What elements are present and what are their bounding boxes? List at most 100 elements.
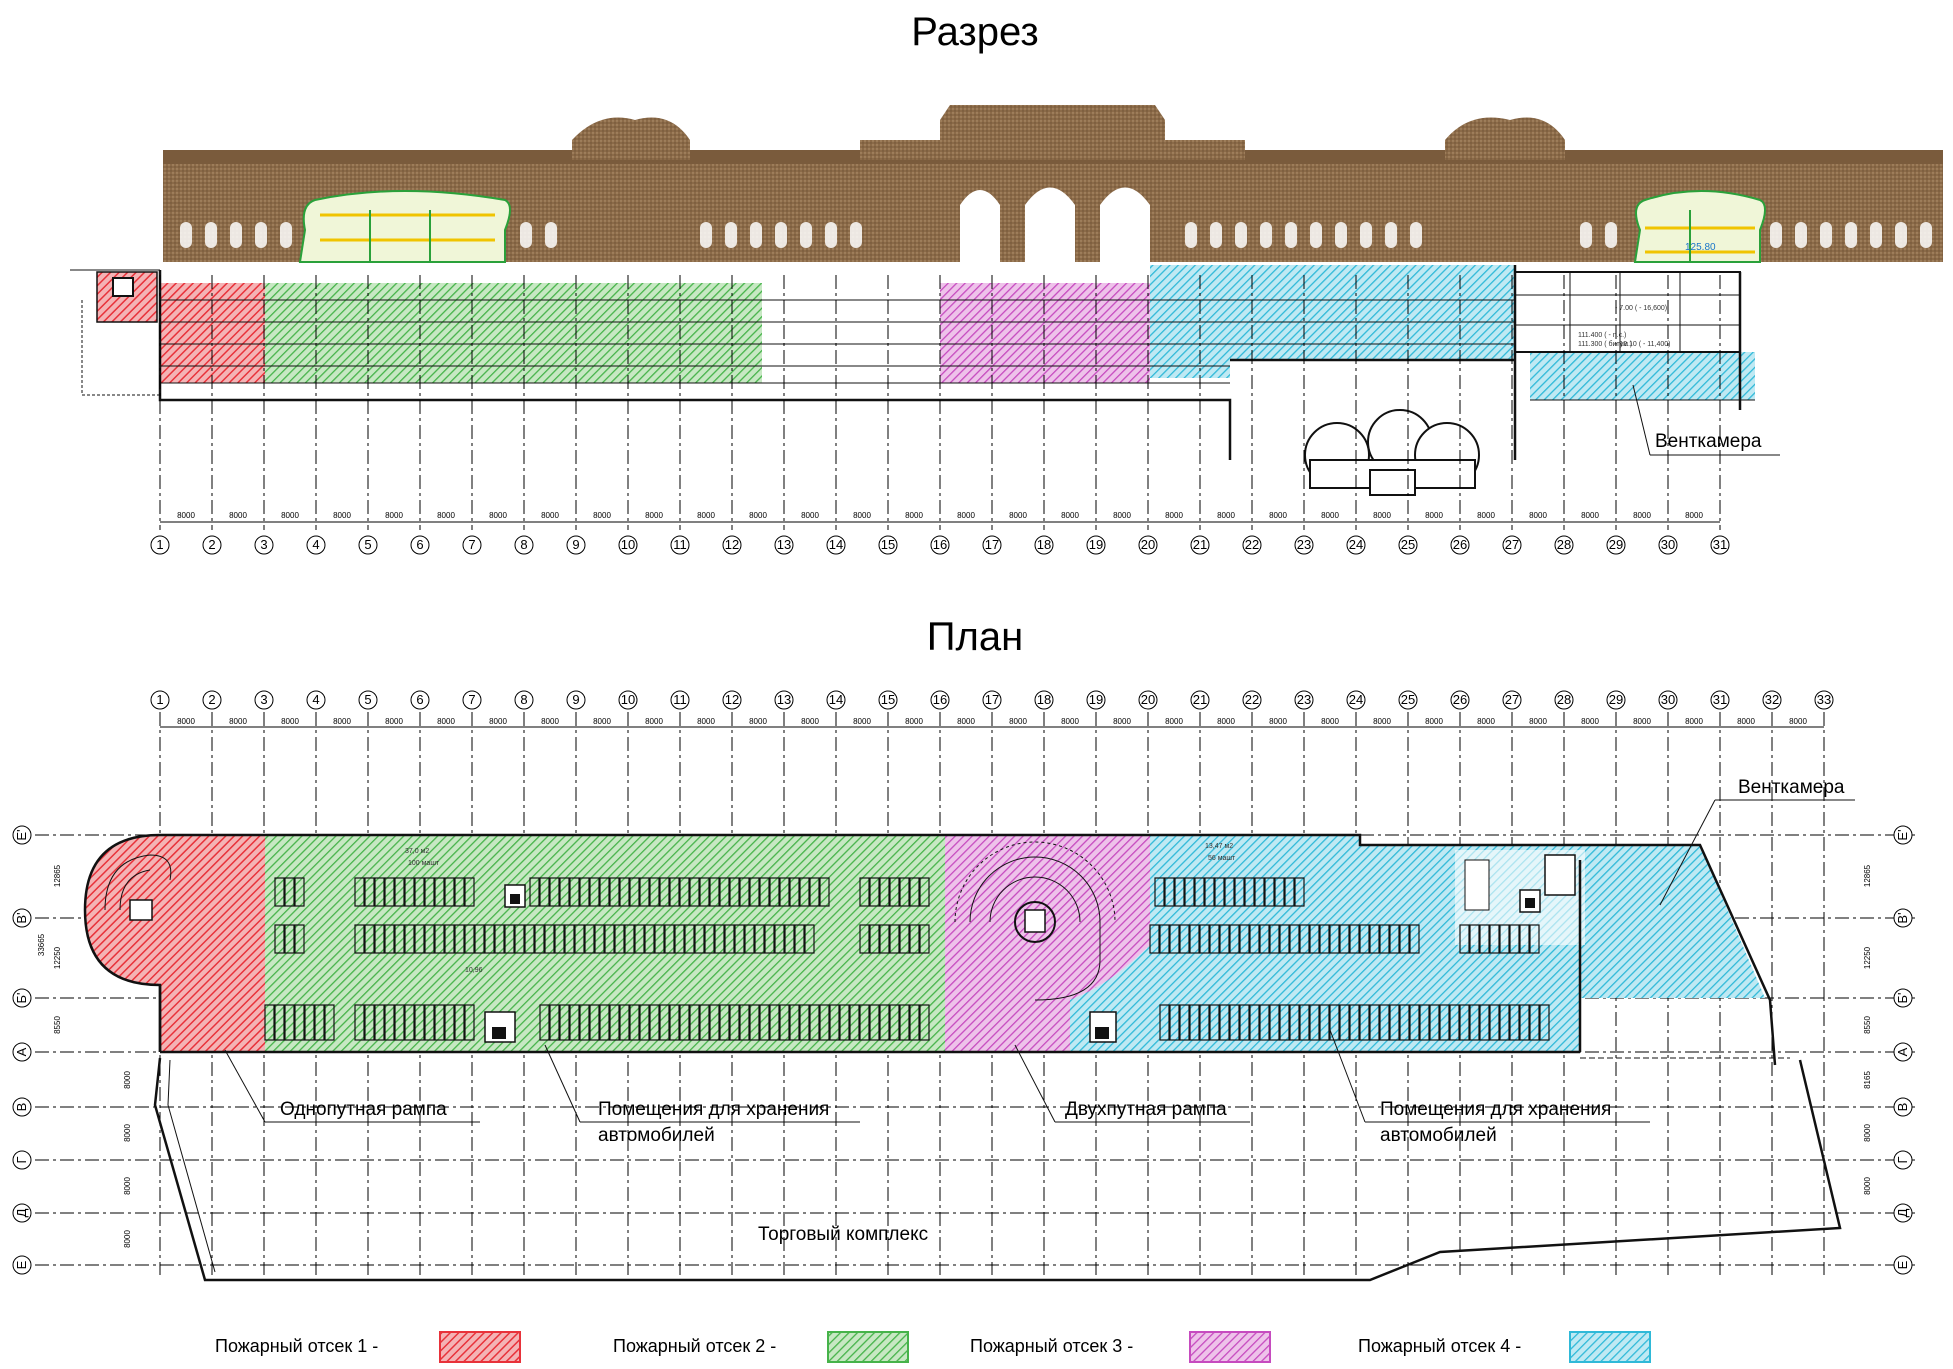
plan-span-label: 8000 — [957, 717, 975, 726]
section-axis-marker — [1346, 535, 1366, 555]
section-axis-marker — [1190, 535, 1210, 555]
section-axis-marker — [1086, 535, 1106, 555]
plan-row-label-right: Г — [1895, 1156, 1910, 1163]
parking-stall — [1499, 1004, 1510, 1041]
section-axis-marker — [410, 535, 430, 555]
parking-stall — [424, 877, 435, 907]
section-axis-marker — [1398, 535, 1418, 555]
area-notes: 37,0 м2 100 машт 10,96 13,47 м2 56 машт — [405, 843, 1236, 974]
parking-stall — [579, 1004, 590, 1041]
section-axis-label: 3 — [260, 537, 267, 552]
parking-stall — [394, 1004, 405, 1041]
section-span-label: 8000 — [281, 511, 299, 520]
plan-axis-marker — [1710, 690, 1730, 710]
plan-zones — [85, 835, 1765, 1052]
parking-stall — [769, 1004, 780, 1041]
plan-row-label-right: Д — [1895, 1208, 1910, 1217]
single-ramp-label: Однопутная рампа — [280, 1099, 447, 1120]
parking-stall — [514, 924, 525, 954]
plan-axis-marker — [722, 690, 742, 710]
plan-span-label: 8000 — [905, 717, 923, 726]
parking-stall — [1284, 877, 1295, 907]
section-span-label: 8000 — [593, 511, 611, 520]
plan-callouts: Однопутная рампа Помещения для хранения … — [224, 777, 1855, 1245]
parking-stall — [1329, 1004, 1340, 1041]
section-span-label: 8000 — [437, 511, 455, 520]
parking-stall — [729, 877, 740, 907]
plan-row-label-left: Г — [14, 1156, 29, 1163]
plan-span-label: 8000 — [853, 717, 871, 726]
parking-stall — [649, 877, 660, 907]
parking-stall — [584, 924, 595, 954]
parking-stall — [1409, 1004, 1420, 1041]
plan-axis-marker — [1450, 690, 1470, 710]
section-span-label: 8000 — [749, 511, 767, 520]
parking-stall — [614, 924, 625, 954]
parking-stall — [434, 1004, 445, 1041]
legend-swatch-1 — [439, 1331, 521, 1363]
section-span-label: 8000 — [333, 511, 351, 520]
double-ramp-label: Двухпутная рампа — [1065, 1099, 1227, 1120]
plan-left-dim: 8000 — [123, 1230, 132, 1248]
plan-span-label: 8000 — [1165, 717, 1183, 726]
parking-stall — [364, 1004, 375, 1041]
parking-stall — [609, 1004, 620, 1041]
plan-axis-label: 14 — [829, 692, 843, 707]
parking-stall — [1214, 877, 1225, 907]
parking-stall — [1469, 1004, 1480, 1041]
parking-stall — [629, 1004, 640, 1041]
parking-stall — [779, 877, 790, 907]
parking-stall — [1299, 1004, 1310, 1041]
plan-axis-marker — [1086, 690, 1106, 710]
section-axis-marker — [618, 535, 638, 555]
plan-span-label: 8000 — [1477, 717, 1495, 726]
parking-stall — [1274, 877, 1285, 907]
plan-axis-marker — [1190, 690, 1210, 710]
parking-stall — [1309, 1004, 1320, 1041]
plan-axis-marker — [150, 690, 170, 710]
parking-stall — [739, 1004, 750, 1041]
svg-text:- 7.00 ( - 16,600): - 7.00 ( - 16,600) — [1615, 305, 1667, 312]
parking-stall — [1409, 924, 1420, 954]
section-axis-marker — [1034, 535, 1054, 555]
plan-axis-label: 33 — [1817, 692, 1831, 707]
section-axis-label: 28 — [1557, 537, 1571, 552]
parking-stall — [669, 877, 680, 907]
svg-text:Венткамера: Венткамера — [1655, 431, 1762, 452]
legend-swatch-3 — [1189, 1331, 1271, 1363]
parking-stall — [494, 924, 505, 954]
section-axis-marker — [774, 535, 794, 555]
parking-stall — [539, 1004, 550, 1041]
parking-stall — [1349, 924, 1360, 954]
plan-axis-marker — [410, 690, 430, 710]
parking-stall — [789, 877, 800, 907]
parking-stall — [559, 877, 570, 907]
parking-stall — [1479, 1004, 1490, 1041]
section-axis-marker — [462, 535, 482, 555]
parking-stall — [784, 924, 795, 954]
parking-stall — [414, 924, 425, 954]
parking-stall — [909, 877, 920, 907]
parking-stall — [324, 1004, 335, 1041]
parking-stall — [564, 924, 575, 954]
section-span-label: 8000 — [1477, 511, 1495, 520]
section-ventchamber-callout: Венткамера — [1632, 384, 1780, 456]
section-span-label: 8000 — [645, 511, 663, 520]
plan-axis-label: 3 — [260, 692, 267, 707]
parking-stall — [1159, 1004, 1170, 1041]
parking-stall — [1249, 924, 1260, 954]
parking-stall — [1279, 1004, 1290, 1041]
section-axis-label: 23 — [1297, 537, 1311, 552]
parking-stall — [719, 877, 730, 907]
plan-left-dim: 12250 — [53, 946, 62, 969]
parking-stall — [599, 1004, 610, 1041]
parking-stall — [364, 924, 375, 954]
parking-stall — [404, 877, 415, 907]
section-axis-label: 24 — [1349, 537, 1363, 552]
parking-stall — [604, 924, 615, 954]
parking-stall — [444, 924, 455, 954]
parking-stall — [424, 924, 435, 954]
plan-axis-label: 8 — [520, 692, 527, 707]
parking-stall — [374, 924, 385, 954]
section-axis-label: 27 — [1505, 537, 1519, 552]
